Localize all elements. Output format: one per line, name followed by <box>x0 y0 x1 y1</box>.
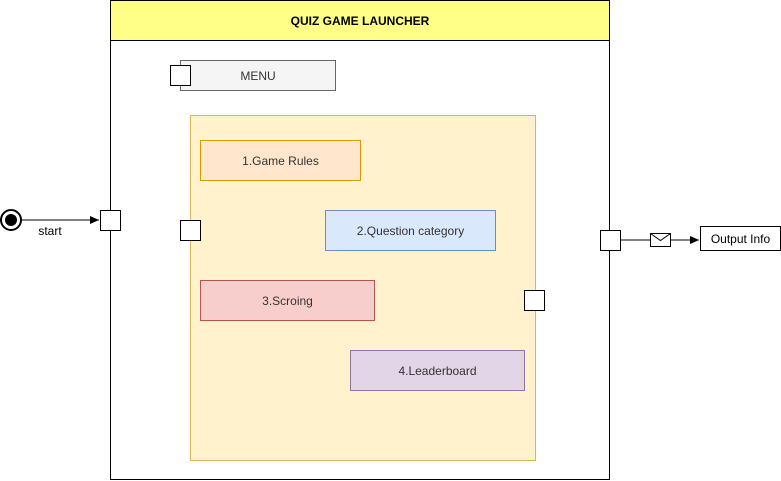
menu-item-question-category: 2.Question category <box>325 210 496 251</box>
start-label: start <box>38 224 62 238</box>
port-menu-top <box>170 65 191 86</box>
port-output <box>600 230 621 251</box>
initial-state-icon <box>0 209 22 231</box>
diagram-title: QUIZ GAME LAUNCHER <box>110 0 610 41</box>
port-menu-bottom <box>180 220 201 241</box>
output-info-box: Output Info <box>700 226 781 251</box>
envelope-icon <box>650 233 671 247</box>
initial-state-dot <box>5 214 17 226</box>
port-start <box>100 210 121 231</box>
menu-item-game-rules: 1.Game Rules <box>200 140 361 181</box>
port-panel-right <box>524 290 545 311</box>
menu-box: MENU <box>180 60 336 91</box>
menu-item-scoring: 3.Scroing <box>200 280 375 321</box>
menu-item-leaderboard: 4.Leaderboard <box>350 350 525 391</box>
